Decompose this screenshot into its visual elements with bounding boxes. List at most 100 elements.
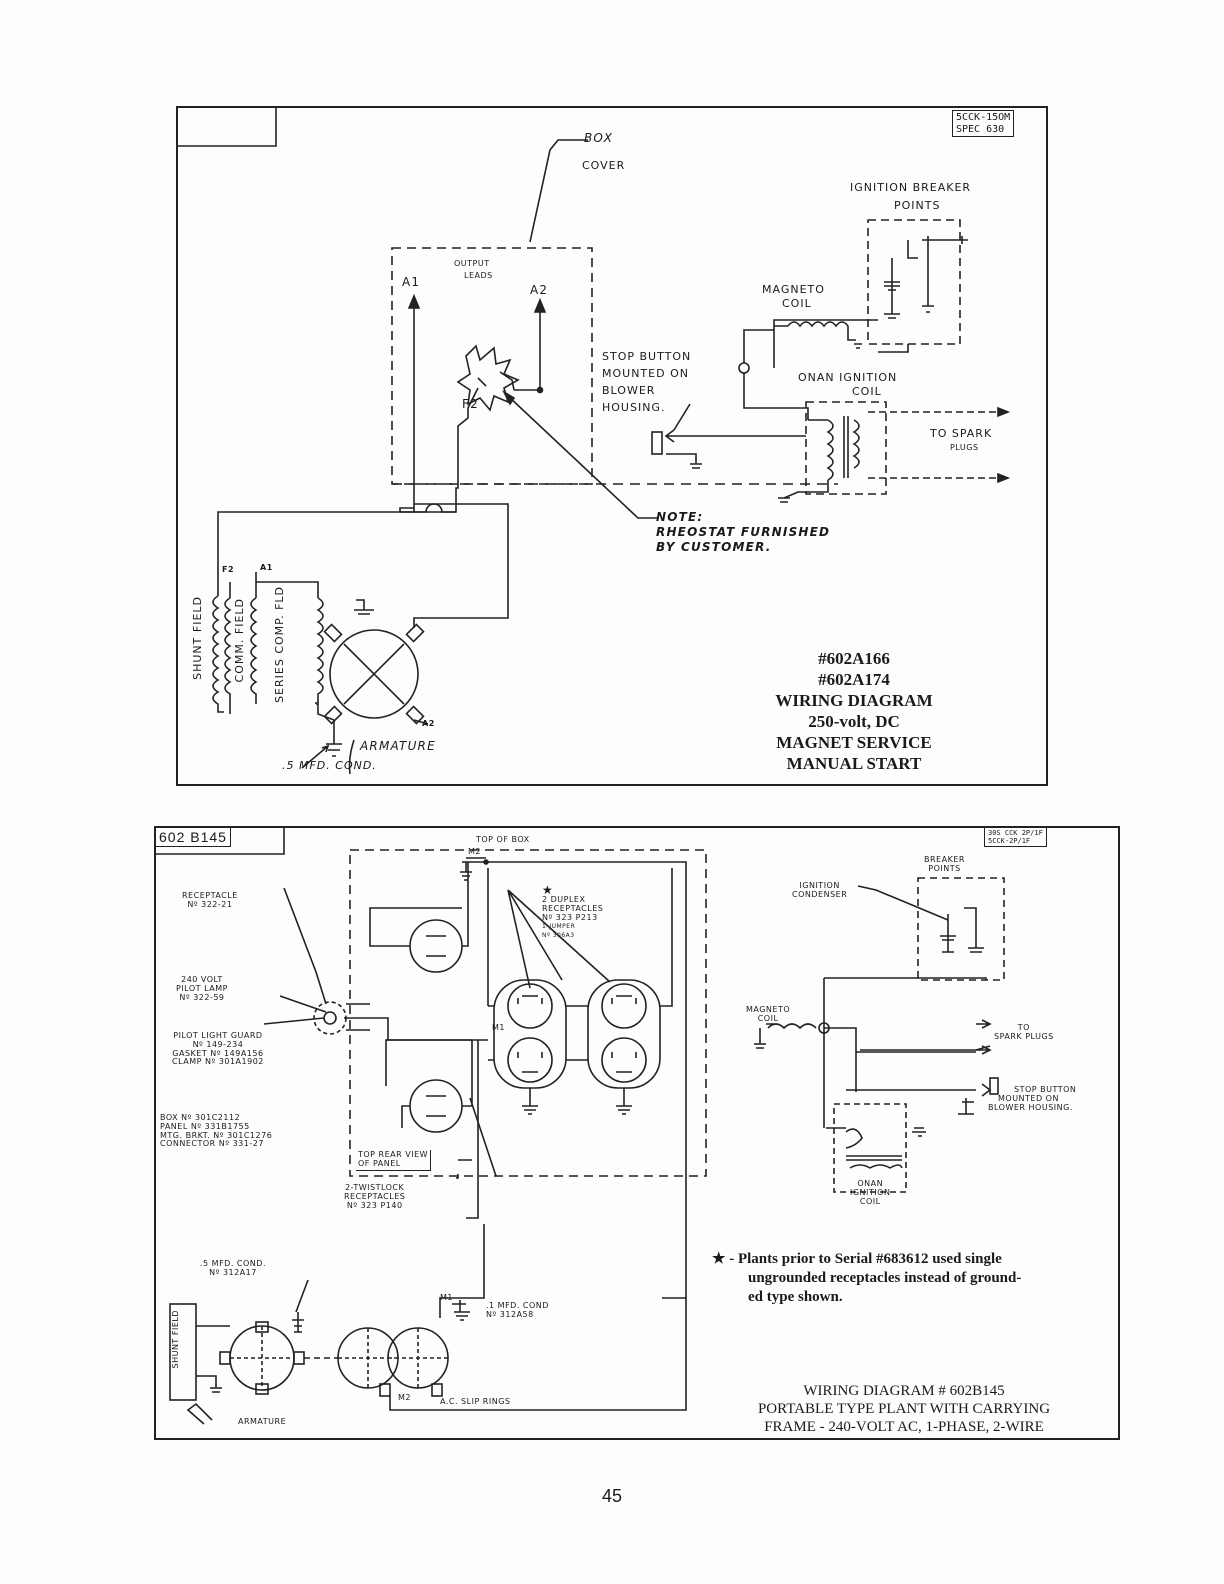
stop-button-symbol (651, 431, 663, 455)
lower-stop-line-2: MOUNTED ON (998, 1093, 1059, 1103)
lower-shunt-field-frame (169, 1303, 197, 1401)
pilot-lamp-line-3: Nº 322-59 (179, 992, 225, 1002)
title-line-6: MANUAL START (786, 754, 922, 773)
top-spec-label: 5CCK-15OM SPEC 630 (952, 110, 1015, 137)
box-label: BOX (584, 131, 614, 145)
note-line-2: RHEOSTAT FURNISHED (656, 525, 831, 539)
receptacle-left-bottom (409, 1079, 463, 1133)
bottom-title-line-3: FRAME - 240-VOLT AC, 1-PHASE, 2-WIRE (764, 1419, 1044, 1435)
lower-stop-line-3: BLOWER HOUSING. (988, 1102, 1073, 1112)
top-rear-view-label: TOP REAR VIEW OF PANEL (356, 1150, 432, 1171)
box-parts-line-1: BOX Nº 301C2112 (160, 1113, 241, 1122)
lower-onan-label: ONAN IGNITION COIL (850, 1179, 891, 1206)
pilot-guard-label: PILOT LIGHT GUARD Nº 149-234 GASKET Nº 1… (172, 1031, 264, 1067)
one-cond-line-2: Nº 312A58 (486, 1309, 534, 1319)
half-cond-label: .5 MFD. COND. Nº 312A17 (200, 1259, 266, 1278)
one-cond-line-1: .1 MFD. COND (486, 1301, 549, 1310)
note-leader (507, 395, 658, 519)
lower-stop-button-label: STOP BUTTON MOUNTED ON BLOWER HOUSING. (988, 1085, 1077, 1112)
title-line-4: 250-volt, DC (808, 712, 900, 731)
rear-view-line-1: TOP REAR VIEW (358, 1150, 429, 1159)
series-comp-label: SERIES COMP. FLD (273, 586, 286, 703)
a2-label: A2 (530, 283, 549, 297)
bottom-wiring-diagram-panel: 602 B145 30S CCK 2P/1F 5CCK-2P/1F TOP OF… (154, 826, 1120, 1440)
twistlock-line-1: 2-TWISTLOCK (345, 1183, 405, 1192)
stop-line-4: HOUSING. (602, 401, 666, 414)
onan-coil-dashed-box (805, 401, 887, 495)
m1-lower-label: M1 (440, 1293, 453, 1302)
bottom-spec-line-1: 30S CCK 2P/1F (988, 829, 1043, 837)
bottom-diagram-title: WIRING DIAGRAM # 602B145 PORTABLE TYPE P… (704, 1382, 1104, 1436)
lower-onan-line-2: IGNITION (850, 1187, 891, 1197)
f2-lead (399, 387, 479, 513)
duplex-line-1: 2 DUPLEX (542, 895, 586, 904)
stop-line-3: BLOWER (602, 384, 656, 397)
m1-label: M1 (492, 1023, 505, 1032)
output-label: OUTPUT (454, 259, 490, 268)
breaker-condenser-box (917, 877, 1005, 981)
pilot-guard-line-4: CLAMP Nº 301A1902 (172, 1057, 264, 1067)
leads-label: LEADS (464, 271, 493, 280)
bottom-title-line-1: WIRING DIAGRAM # 602B145 (803, 1383, 1005, 1399)
lower-spark-line-1: TO (1017, 1023, 1030, 1032)
pilot-lamp-line-2: PILOT LAMP (176, 983, 228, 993)
cover-label: COVER (582, 159, 626, 172)
star-footnote: ★ - Plants prior to Serial #683612 used … (712, 1250, 1021, 1307)
f2-coil-label: F2 (222, 565, 235, 574)
note-line-1: NOTE: (656, 510, 704, 524)
pilot-guard-line-2: Nº 149-234 (192, 1039, 244, 1049)
a1-label: A1 (402, 275, 421, 289)
star-marker: ★ (542, 883, 554, 897)
lower-stop-line-1: STOP BUTTON (1014, 1085, 1077, 1094)
twistlock-line-3: Nº 323 P140 (346, 1200, 403, 1210)
lower-shunt-field-label: SHUNT FIELD (171, 1310, 180, 1369)
panel-dashed-box (349, 849, 707, 1177)
bottom-spec-label: 30S CCK 2P/1F 5CCK-2P/1F (984, 827, 1047, 847)
spec-line-2: SPEC 630 (956, 123, 1005, 135)
magneto-coil (787, 321, 849, 328)
box-parts-line-3: MTG. BRKT. Nº 301C1276 (160, 1130, 273, 1140)
duplex-line-2: RECEPTACLES (542, 904, 604, 913)
box-cover-outline (391, 247, 593, 485)
corner-blank-box (178, 108, 277, 147)
bottom-diagram-wiring (156, 828, 1005, 1425)
pilot-lamp-label: 240 VOLT PILOT LAMP Nº 322-59 (176, 975, 228, 1002)
half-cond-line-1: .5 MFD. COND. (200, 1259, 266, 1268)
series-field-coil (250, 597, 258, 704)
duplex-line-5: Nº 306A3 (542, 932, 575, 939)
lower-stop-button (989, 1077, 999, 1095)
receptacle-left-top (409, 919, 463, 973)
half-cond-line-2: Nº 312A17 (209, 1267, 257, 1277)
condenser-line-1: IGNITION (799, 881, 840, 890)
lower-magneto-label: MAGNETO COIL (746, 1005, 790, 1024)
m2-lower-label: M2 (398, 1393, 411, 1402)
receptacle-line-2: Nº 322-21 (187, 899, 233, 909)
lower-spark-plugs-label: TO SPARK PLUGS (994, 1023, 1054, 1042)
star-note-line-1: ★ - Plants prior to Serial #683612 used … (712, 1251, 1002, 1267)
stop-line-1: STOP BUTTON (602, 350, 692, 363)
breaker-dashed-box (867, 219, 961, 345)
star-note-line-3: ed type shown. (748, 1289, 843, 1305)
slip-rings-label: A.C. SLIP RINGS (440, 1397, 511, 1406)
lower-onan-line-1: ONAN (857, 1179, 884, 1188)
star-note-line-2: ungrounded receptacles instead of ground… (748, 1270, 1022, 1286)
lower-magneto-line-2: COIL (757, 1013, 779, 1023)
shunt-field-label: SHUNT FIELD (191, 596, 204, 680)
armature-label: ARMATURE (360, 739, 436, 753)
lower-onan-line-3: COIL (859, 1196, 881, 1206)
comm-field-label: COMM. FIELD (233, 598, 246, 683)
duplex-line-3: Nº 323 P213 (542, 913, 598, 922)
onan-ignition-label: ONAN IGNITION (798, 371, 898, 384)
pilot-guard-line-1: PILOT LIGHT GUARD (173, 1031, 263, 1040)
shunt-field-coil (212, 595, 224, 713)
box-parts-label: BOX Nº 301C2112 PANEL Nº 331B1755 MTG. B… (160, 1113, 273, 1149)
pilot-lamp-line-1: 240 VOLT (181, 975, 223, 984)
a1-coil-label: A1 (260, 563, 273, 572)
rear-view-line-2: OF PANEL (358, 1158, 401, 1168)
lower-armature-label: ARMATURE (238, 1417, 287, 1426)
magneto-label: MAGNETO (762, 283, 825, 296)
condenser-line-2: CONDENSER (792, 889, 848, 899)
bottom-spec-line-2: 5CCK-2P/1F (988, 837, 1031, 845)
breaker-line-2: POINTS (928, 863, 961, 873)
breaker-line-1: BREAKER (924, 855, 965, 864)
